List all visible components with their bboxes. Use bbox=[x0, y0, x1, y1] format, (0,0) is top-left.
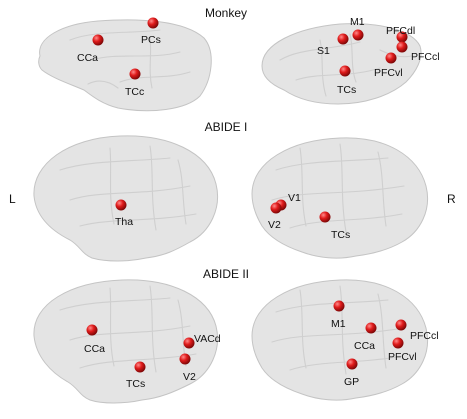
roi-abide2-left-cca: CCa bbox=[84, 324, 105, 355]
roi-marker bbox=[365, 322, 377, 334]
roi-marker bbox=[339, 65, 351, 77]
roi-label: CCa bbox=[77, 52, 98, 64]
abide1-left-brain bbox=[33, 135, 218, 262]
roi-marker bbox=[179, 353, 191, 365]
abide1-right-brain bbox=[251, 137, 428, 259]
roi-marker bbox=[352, 29, 364, 41]
roi-abide2-left-v2: V2 bbox=[179, 353, 196, 383]
roi-label: PFCcl bbox=[410, 330, 439, 342]
roi-abide2-left-vacd: VACd bbox=[183, 333, 221, 349]
roi-label: S1 bbox=[317, 45, 330, 57]
roi-label: PFCvl bbox=[388, 351, 417, 363]
abide2-left-brain bbox=[33, 279, 218, 404]
roi-monkey-right-pfcdl: PFCdl bbox=[386, 25, 415, 43]
roi-label: TCs bbox=[126, 378, 145, 390]
roi-monkey-left-cca: CCa bbox=[77, 34, 104, 64]
roi-abide2-right-m1: M1 bbox=[331, 300, 346, 330]
right-hemisphere-letter: R bbox=[447, 192, 456, 206]
monkey-right-brain bbox=[261, 23, 422, 105]
roi-abide2-right-cca: CCa bbox=[354, 322, 377, 352]
monkey-left-brain bbox=[38, 19, 212, 112]
roi-label: TCs bbox=[337, 84, 356, 96]
roi-monkey-right-tcs: TCs bbox=[337, 65, 356, 96]
roi-label: GP bbox=[344, 376, 359, 388]
abide2-right-brain bbox=[251, 279, 428, 401]
roi-marker bbox=[270, 202, 282, 214]
roi-label: CCa bbox=[84, 343, 105, 355]
roi-label: PFCdl bbox=[386, 25, 415, 37]
roi-label: M1 bbox=[350, 16, 365, 28]
roi-marker bbox=[134, 361, 146, 373]
roi-label: CCa bbox=[354, 340, 375, 352]
roi-marker bbox=[183, 337, 195, 349]
roi-label: PCs bbox=[141, 34, 161, 46]
roi-marker bbox=[395, 319, 407, 331]
roi-marker bbox=[396, 31, 408, 43]
left-hemisphere-letter: L bbox=[9, 192, 16, 206]
roi-marker bbox=[337, 33, 349, 45]
roi-monkey-right-pfcvl: PFCvl bbox=[374, 52, 403, 79]
row-title-abide-2: ABIDE II bbox=[203, 267, 249, 281]
roi-marker bbox=[92, 34, 104, 46]
roi-abide2-right-pfcvl: PFCvl bbox=[388, 337, 417, 363]
roi-monkey-right-s1: S1 bbox=[317, 33, 349, 57]
roi-label: V1 bbox=[288, 192, 301, 204]
roi-label: V2 bbox=[183, 371, 196, 383]
roi-label: V2 bbox=[268, 219, 281, 231]
roi-monkey-left-tcc: TCc bbox=[125, 68, 144, 98]
roi-label: PFCvl bbox=[374, 67, 403, 79]
roi-abide2-right-pfccl: PFCcl bbox=[395, 319, 439, 342]
roi-monkey-left-pcs: PCs bbox=[141, 17, 161, 46]
roi-label: Tha bbox=[115, 216, 133, 228]
roi-marker bbox=[346, 358, 358, 370]
row-title-monkey: Monkey bbox=[205, 6, 247, 20]
roi-label: VACd bbox=[194, 333, 221, 345]
roi-monkey-right-m1: M1 bbox=[350, 16, 365, 41]
roi-abide2-right-gp: GP bbox=[344, 358, 359, 388]
roi-abide1-right-v2: V2 bbox=[268, 202, 282, 231]
roi-label: TCc bbox=[125, 86, 144, 98]
roi-marker bbox=[115, 199, 127, 211]
roi-marker bbox=[319, 211, 331, 223]
roi-abide2-left-tcs: TCs bbox=[126, 361, 146, 390]
roi-marker bbox=[333, 300, 345, 312]
roi-abide1-right-tcs: TCs bbox=[319, 211, 350, 241]
roi-label: TCs bbox=[331, 229, 350, 241]
roi-label: M1 bbox=[331, 318, 346, 330]
roi-marker bbox=[385, 52, 397, 64]
roi-marker bbox=[86, 324, 98, 336]
roi-marker bbox=[392, 337, 404, 349]
roi-marker bbox=[396, 41, 408, 53]
roi-marker bbox=[129, 68, 141, 80]
row-title-abide-1: ABIDE I bbox=[205, 120, 248, 134]
roi-abide1-left-tha: Tha bbox=[115, 199, 133, 228]
roi-monkey-right-pfccl: PFCcl bbox=[396, 41, 440, 63]
roi-label: PFCcl bbox=[411, 51, 440, 63]
roi-marker bbox=[147, 17, 159, 29]
